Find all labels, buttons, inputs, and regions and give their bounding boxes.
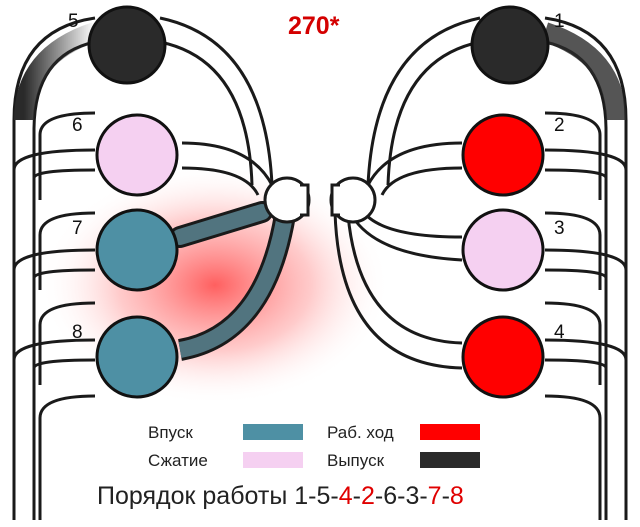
cylinder-label-5: 5 — [68, 11, 79, 32]
firing-order-cylinder: 1 — [294, 482, 309, 510]
firing-order-cylinder: 3 — [405, 482, 420, 510]
cylinder-5 — [87, 5, 167, 85]
firing-order-sequence: 1-5-4-2-6-3-7-8 — [294, 482, 464, 510]
firing-order-cylinder: 4 — [338, 482, 353, 510]
cylinder-label-3: 3 — [554, 218, 565, 239]
runner-8-fill — [178, 213, 293, 358]
legend-exhaust-label: Выпуск — [327, 451, 385, 470]
cylinder-label-8: 8 — [72, 322, 83, 343]
cylinder-label-1: 1 — [554, 11, 565, 32]
legend-compression-label: Сжатие — [148, 451, 208, 470]
legend-power-swatch — [420, 424, 480, 440]
firing-order-cylinder: 8 — [449, 482, 464, 510]
firing-order-cylinder: 2 — [360, 482, 375, 510]
firing-order-dash: - — [419, 482, 428, 510]
firing-order-cylinder: 6 — [383, 482, 398, 510]
cylinder-2 — [461, 113, 545, 197]
firing-order-dash: - — [330, 482, 339, 510]
legend-exhaust-swatch — [420, 452, 480, 468]
legend-compression-swatch — [243, 452, 303, 468]
exhaust-smudge-right — [541, 22, 626, 121]
crank-angle-title: 270* — [288, 12, 340, 40]
cylinder-label-7: 7 — [72, 218, 83, 239]
legend-power-label: Раб. ход — [327, 423, 394, 442]
cylinder-6 — [95, 113, 179, 197]
left-manifold — [12, 16, 274, 520]
firing-order-dash: - — [352, 482, 361, 510]
cylinder-7 — [95, 208, 179, 292]
cylinder-label-2: 2 — [554, 115, 565, 136]
firing-order-label: Порядок работы — [97, 482, 288, 510]
exhaust-smudge-left — [14, 22, 99, 121]
cylinder-label-4: 4 — [554, 322, 565, 343]
cylinder-1 — [470, 5, 550, 85]
legend-intake-label: Впуск — [148, 423, 193, 442]
firing-order-cylinder: 5 — [316, 482, 331, 510]
firing-order-dash: - — [397, 482, 406, 510]
firing-order: Порядок работы 1-5-4-2-6-3-7-8 — [97, 482, 464, 511]
firing-order-dash: - — [308, 482, 317, 510]
cylinder-8 — [95, 315, 179, 399]
right-collector-stub — [330, 183, 340, 217]
legend-intake-swatch — [243, 424, 303, 440]
cylinder-4 — [461, 315, 545, 399]
firing-order-dash: - — [374, 482, 384, 510]
firing-order-dash: - — [441, 482, 450, 510]
runner-7-fill — [172, 204, 270, 245]
firing-order-cylinder: 7 — [427, 482, 442, 510]
cylinder-label-6: 6 — [72, 115, 83, 136]
left-collector-stub — [300, 183, 310, 217]
cylinder-3 — [461, 208, 545, 292]
